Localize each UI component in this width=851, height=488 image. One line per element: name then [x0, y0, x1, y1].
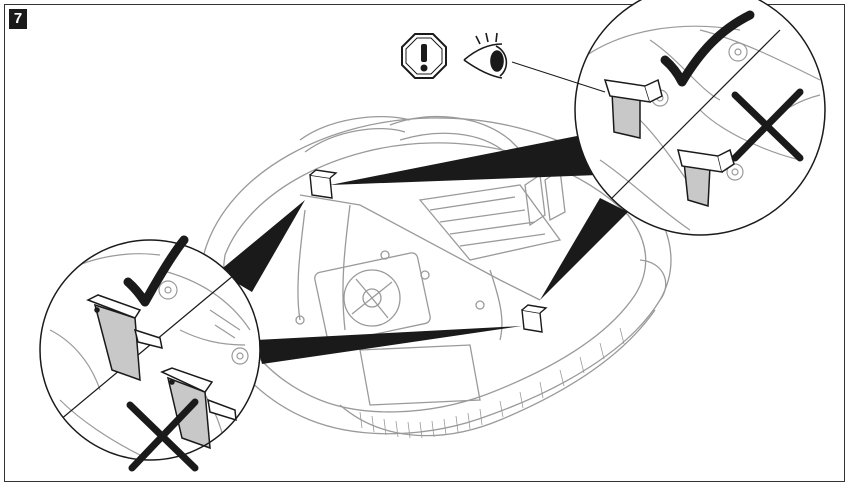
- callout-beam-lower-right: [256, 326, 522, 364]
- callout-beam-lower-left: [218, 200, 305, 292]
- callout-beam-upper-right: [540, 198, 628, 300]
- mower-housing: [201, 115, 672, 439]
- clip-correct-detail-left: [86, 294, 163, 382]
- sight-line: [511, 61, 606, 93]
- callout-beam-upper-left: [330, 135, 598, 185]
- clip-correct-detail: [603, 78, 663, 139]
- clip-incorrect-detail: [676, 148, 735, 207]
- cross-icon: [731, 88, 804, 162]
- clip-front: [309, 169, 338, 199]
- cross-icon: [126, 398, 199, 472]
- figure-frame: [4, 4, 845, 482]
- checkmark-icon: [123, 235, 189, 307]
- eye-icon: [463, 32, 508, 79]
- exclamation-octagon-icon: [401, 33, 447, 79]
- checkmark-icon: [660, 10, 755, 87]
- step-number-badge: 7: [9, 9, 27, 29]
- detail-circle-right: [574, 0, 826, 236]
- detail-circle-left: [39, 239, 261, 461]
- clip-rear: [521, 304, 548, 333]
